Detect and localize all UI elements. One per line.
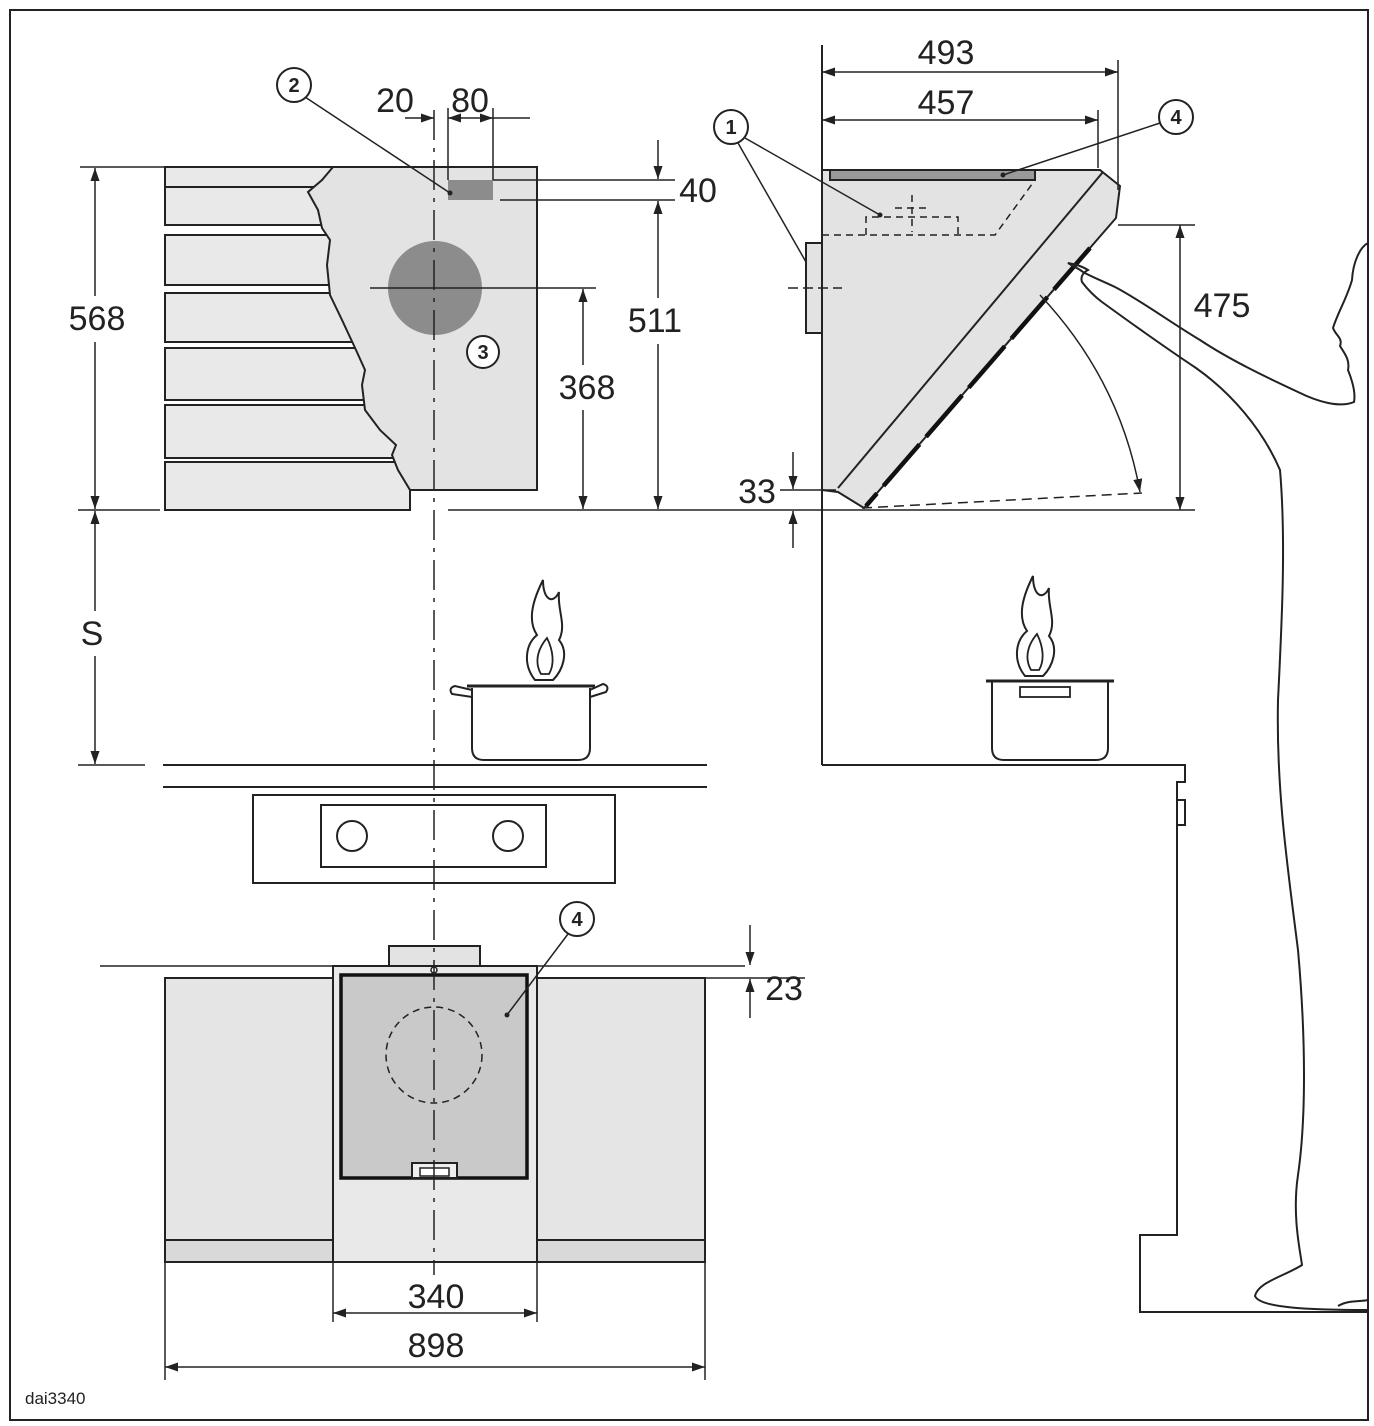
dim-898-label: 898	[408, 1327, 465, 1365]
callout-4-bottom-leader	[506, 933, 569, 1016]
dim-23-label: 23	[765, 970, 803, 1008]
top-grease-filter	[829, 169, 1036, 181]
flame-icon	[1016, 575, 1056, 677]
wall-slab	[164, 234, 341, 286]
callout-2-leader	[304, 96, 451, 194]
cabinet-handle	[1176, 799, 1186, 826]
underside-view: 4 23 340 898	[100, 901, 805, 1380]
cable-outlet-marker	[448, 180, 493, 200]
panel-swing-arc	[1039, 294, 1143, 493]
wall-slab	[164, 461, 411, 511]
wall-slab	[164, 404, 401, 459]
wall-slab	[164, 166, 336, 226]
cooking-pot-icon	[449, 682, 609, 761]
dim-511-label: 511	[628, 302, 682, 340]
hidden-connector-outline	[865, 216, 959, 235]
side-view: 1 4 493 457 475 33	[713, 34, 1369, 1313]
callout-2-number: 2	[288, 75, 299, 97]
callout-4-bottom-circle	[559, 901, 595, 937]
figure-code: dai3340	[25, 1389, 86, 1408]
callout-4-bottom-leader-dot	[504, 1012, 510, 1018]
hood-front-panel-edge	[837, 171, 1104, 489]
callout-3-number: 3	[477, 342, 488, 364]
hood-glass-edge	[864, 246, 1092, 508]
callout-2-circle	[276, 67, 312, 103]
dim-457-label: 457	[918, 84, 975, 122]
callout-1-leader-dot	[877, 212, 883, 218]
flame-icon	[526, 579, 566, 681]
counter-cabinet-outline	[822, 764, 1368, 1313]
wall-slab	[164, 347, 376, 401]
dim-40-label: 40	[679, 172, 717, 210]
callout-2-leader-dot	[447, 190, 453, 196]
callout-4-side-circle	[1158, 99, 1194, 135]
hob-knob-right	[492, 820, 524, 852]
fan-outline-hidden	[385, 1006, 483, 1104]
callout-4-side-leader	[1002, 122, 1161, 176]
callout-4-bottom-number: 4	[571, 909, 583, 931]
dim-33-label: 33	[738, 473, 776, 511]
callout-4-side-leader-dot	[1000, 172, 1006, 178]
dim-80-label: 80	[451, 82, 489, 120]
dim-568-label: 568	[69, 300, 126, 338]
cooking-pot-icon	[986, 679, 1114, 761]
hidden-duct-outline	[822, 179, 1036, 236]
person-back-foot	[1337, 1299, 1369, 1307]
dim-493-label: 493	[918, 34, 975, 72]
front-elevation: 2 3 20 80 40 511 368 568 S	[69, 67, 1195, 884]
callout-1-leader-a	[744, 137, 881, 216]
dim-368-label: 368	[559, 369, 616, 407]
callout-1-circle	[713, 109, 749, 145]
diagram-frame	[9, 9, 1369, 1421]
wall-slab	[164, 292, 361, 343]
panel-open-position	[861, 492, 1143, 509]
dim-475-label: 475	[1194, 287, 1251, 325]
callout-3-circle	[466, 335, 500, 369]
dim-20-label: 20	[376, 82, 414, 120]
wall-section	[164, 166, 411, 511]
dim-340-label: 340	[408, 1278, 465, 1316]
callout-4-side-number: 4	[1170, 107, 1182, 129]
callout-1-number: 1	[725, 117, 736, 139]
dim-s-label: S	[81, 615, 104, 653]
callout-1-leader-b	[737, 142, 807, 263]
person-silhouette	[1067, 242, 1369, 1311]
hob-knob-left	[336, 820, 368, 852]
